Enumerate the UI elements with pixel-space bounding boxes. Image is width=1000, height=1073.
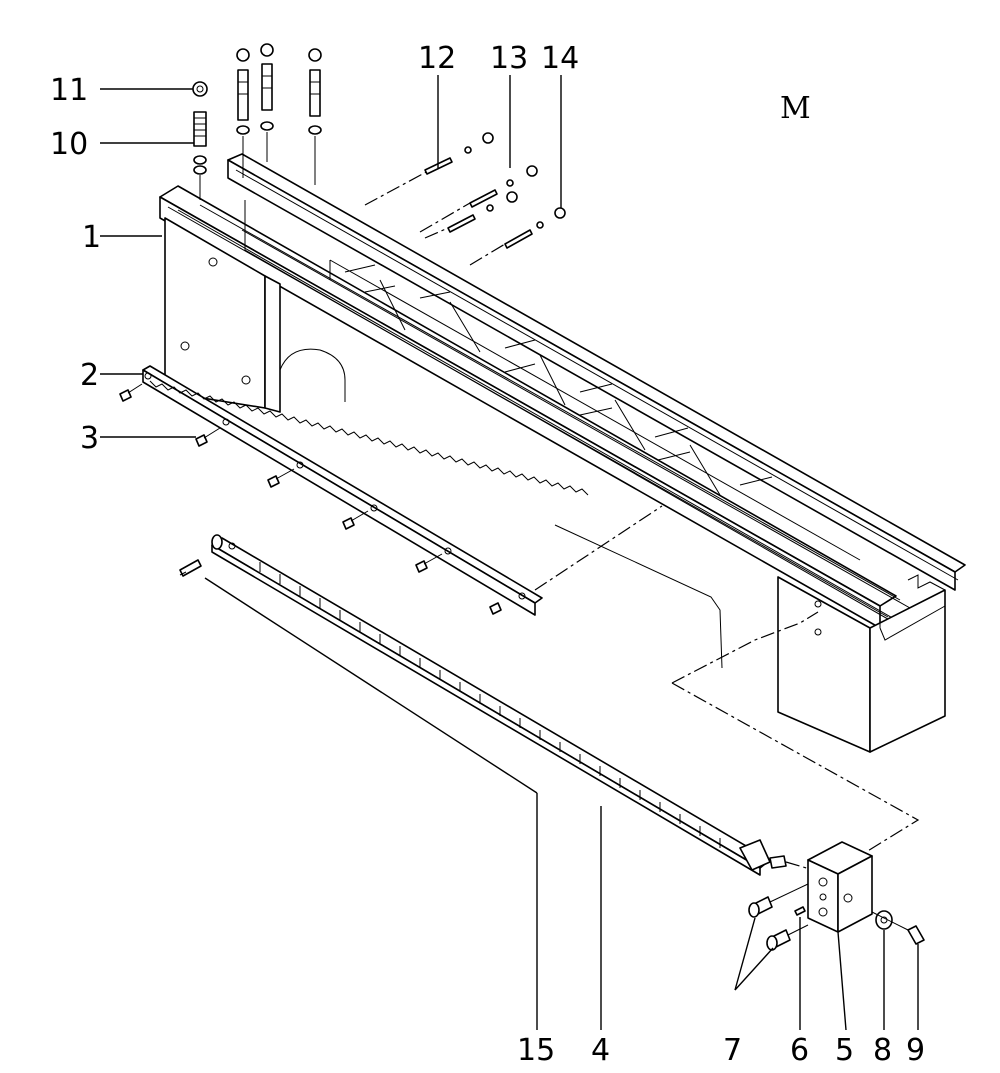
hex-nut-11 (192, 81, 208, 97)
callout-1: 1 (82, 220, 101, 255)
callout-4: 4 (591, 1033, 610, 1068)
mounting-studs (236, 43, 322, 185)
callout-8: 8 (873, 1033, 892, 1068)
alignment-lines (554, 524, 920, 853)
socket-screws-7 (748, 883, 809, 951)
callout-10: 10 (50, 127, 88, 162)
callout-6: 6 (790, 1033, 809, 1068)
callout-14: 14 (541, 41, 579, 76)
rack (142, 365, 663, 616)
callout-13: 13 (490, 41, 528, 76)
pin-15 (179, 559, 202, 577)
view-label: M (780, 91, 811, 126)
callout-2: 2 (80, 358, 99, 393)
callout-11: 11 (50, 73, 88, 108)
callout-12: 12 (418, 41, 456, 76)
rear-bolts (364, 132, 566, 266)
callout-5: 5 (835, 1033, 854, 1068)
mounting-stud-10 (193, 111, 207, 200)
bearing-bracket (807, 841, 873, 933)
callout-labels: 11 10 1 2 3 12 13 14 15 4 7 6 5 8 9 (50, 41, 925, 1068)
callout-7: 7 (723, 1033, 742, 1068)
lathe-bed (159, 153, 966, 753)
nut-8 (875, 910, 893, 930)
callout-15: 15 (517, 1033, 555, 1068)
callout-9: 9 (906, 1033, 925, 1068)
lead-screw (211, 534, 821, 876)
set-screw-9 (871, 911, 925, 945)
grease-fitting-6 (794, 906, 806, 916)
leader-lines (100, 75, 919, 1031)
rack-screws (119, 383, 502, 615)
callout-3: 3 (80, 421, 99, 456)
